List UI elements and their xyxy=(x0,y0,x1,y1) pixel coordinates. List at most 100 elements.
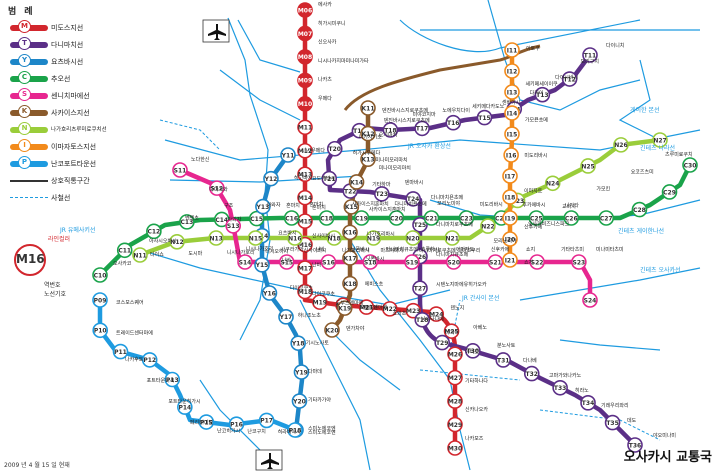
station-t31[interactable]: T31 xyxy=(495,352,512,368)
station-k14[interactable]: K14 xyxy=(348,174,365,190)
station-t25[interactable]: T25 xyxy=(412,216,428,233)
station-n13[interactable]: N13 xyxy=(208,230,224,246)
station-m18[interactable]: M18 xyxy=(297,283,313,300)
station-t35[interactable]: T35 xyxy=(604,414,621,431)
station-m27[interactable]: M27 xyxy=(447,369,463,386)
station-m22[interactable]: M22 xyxy=(382,301,398,317)
station-n18[interactable]: N18 xyxy=(326,230,342,246)
station-c28[interactable]: C28 xyxy=(631,201,648,218)
station-c27[interactable]: C27 xyxy=(598,210,615,226)
station-p14[interactable]: P14 xyxy=(177,399,193,415)
station-p16[interactable]: P16 xyxy=(228,416,245,432)
station-p13[interactable]: P13 xyxy=(164,371,181,388)
station-n21[interactable]: N21 xyxy=(444,230,460,246)
station-n19[interactable]: N19 xyxy=(365,230,382,246)
station-t36[interactable]: T36 xyxy=(627,437,643,453)
station-s18[interactable]: S18 xyxy=(362,254,379,270)
station-i11[interactable]: I11 xyxy=(504,42,520,58)
station-m08[interactable]: M08 xyxy=(297,49,313,65)
station-p12[interactable]: P12 xyxy=(141,352,158,368)
station-t32[interactable]: T32 xyxy=(523,365,540,382)
station-n15[interactable]: N15 xyxy=(247,230,264,246)
station-t12[interactable]: T12 xyxy=(561,71,578,87)
station-m26[interactable]: M26 xyxy=(447,346,463,362)
station-p18[interactable]: P18 xyxy=(287,422,303,438)
station-p11[interactable]: P11 xyxy=(112,343,129,360)
station-s14[interactable]: S14 xyxy=(237,254,253,270)
station-s23[interactable]: S23 xyxy=(571,254,587,270)
station-k16[interactable]: K16 xyxy=(342,224,358,241)
station-c13[interactable]: C13 xyxy=(179,214,195,230)
station-n25[interactable]: N25 xyxy=(580,158,596,174)
station-s11[interactable]: S11 xyxy=(172,162,188,178)
station-k11[interactable]: K11 xyxy=(360,100,376,116)
station-k19[interactable]: K19 xyxy=(336,300,353,316)
station-c19[interactable]: C19 xyxy=(353,210,370,226)
station-y18[interactable]: Y18 xyxy=(290,335,306,351)
station-p09[interactable]: P09 xyxy=(92,292,108,308)
station-k13[interactable]: K13 xyxy=(360,151,376,167)
station-s15[interactable]: S15 xyxy=(278,254,295,270)
station-c25[interactable]: C25 xyxy=(528,210,545,226)
station-i12[interactable]: I12 xyxy=(504,63,520,79)
station-t13[interactable]: T13 xyxy=(534,86,551,103)
station-c11[interactable]: C11 xyxy=(116,242,133,259)
station-k12[interactable]: K12 xyxy=(360,125,376,142)
station-y15[interactable]: Y15 xyxy=(254,257,270,273)
station-t33[interactable]: T33 xyxy=(552,379,568,396)
station-c30[interactable]: C30 xyxy=(682,157,698,173)
station-y13[interactable]: Y13 xyxy=(255,198,271,215)
station-p17[interactable]: P17 xyxy=(258,412,275,429)
station-t27[interactable]: T27 xyxy=(412,280,428,297)
station-k17[interactable]: K17 xyxy=(342,250,358,266)
station-t34[interactable]: T34 xyxy=(580,395,596,411)
station-t11[interactable]: T11 xyxy=(582,47,598,63)
station-i20[interactable]: I20 xyxy=(502,231,518,247)
station-k18[interactable]: K18 xyxy=(342,275,358,292)
station-i19[interactable]: I19 xyxy=(502,210,518,226)
station-t24[interactable]: T24 xyxy=(405,191,421,207)
station-c18[interactable]: C18 xyxy=(318,210,335,226)
station-m07[interactable]: M07 xyxy=(297,25,313,42)
station-t23[interactable]: T23 xyxy=(374,186,390,202)
station-n26[interactable]: N26 xyxy=(613,137,629,153)
station-m09[interactable]: M09 xyxy=(297,72,313,89)
station-y17[interactable]: Y17 xyxy=(278,309,294,325)
station-n16[interactable]: N16 xyxy=(287,230,303,246)
station-c15[interactable]: C15 xyxy=(248,210,265,227)
station-t17[interactable]: T17 xyxy=(414,120,430,137)
station-s12[interactable]: S12 xyxy=(209,180,225,196)
station-p10[interactable]: P10 xyxy=(92,322,109,339)
station-n22[interactable]: N22 xyxy=(480,218,496,234)
station-c29[interactable]: C29 xyxy=(661,184,678,200)
station-m12[interactable]: M12 xyxy=(297,142,313,159)
station-i16[interactable]: I16 xyxy=(503,147,519,163)
station-n11[interactable]: N11 xyxy=(132,247,148,263)
station-m21[interactable]: M21 xyxy=(358,299,375,315)
station-t15[interactable]: T15 xyxy=(476,109,493,126)
station-m29[interactable]: M29 xyxy=(447,416,463,433)
station-p15[interactable]: P15 xyxy=(198,414,215,430)
station-t20[interactable]: T20 xyxy=(326,140,343,157)
station-c23[interactable]: C23 xyxy=(458,210,475,226)
station-k20[interactable]: K20 xyxy=(324,322,340,338)
station-s24[interactable]: S24 xyxy=(582,292,598,308)
station-m28[interactable]: M28 xyxy=(447,393,463,409)
station-s22[interactable]: S22 xyxy=(529,254,545,270)
station-t30[interactable]: T30 xyxy=(465,343,481,359)
station-y16[interactable]: Y16 xyxy=(261,285,278,301)
station-i13[interactable]: I13 xyxy=(504,84,520,100)
station-n24[interactable]: N24 xyxy=(544,175,561,192)
station-c14[interactable]: C14 xyxy=(213,211,230,228)
station-m15[interactable]: M15 xyxy=(297,213,313,229)
station-t29[interactable]: T29 xyxy=(434,334,451,351)
station-t28[interactable]: T28 xyxy=(414,311,431,328)
station-m25[interactable]: M25 xyxy=(443,323,460,339)
station-c16[interactable]: C16 xyxy=(283,210,300,226)
station-s21[interactable]: S21 xyxy=(487,254,504,270)
station-i17[interactable]: I17 xyxy=(502,168,518,184)
station-i14[interactable]: I14 xyxy=(504,105,520,121)
station-m24[interactable]: M24 xyxy=(428,306,445,322)
station-n20[interactable]: N20 xyxy=(405,230,421,246)
station-s13[interactable]: S13 xyxy=(225,218,241,234)
